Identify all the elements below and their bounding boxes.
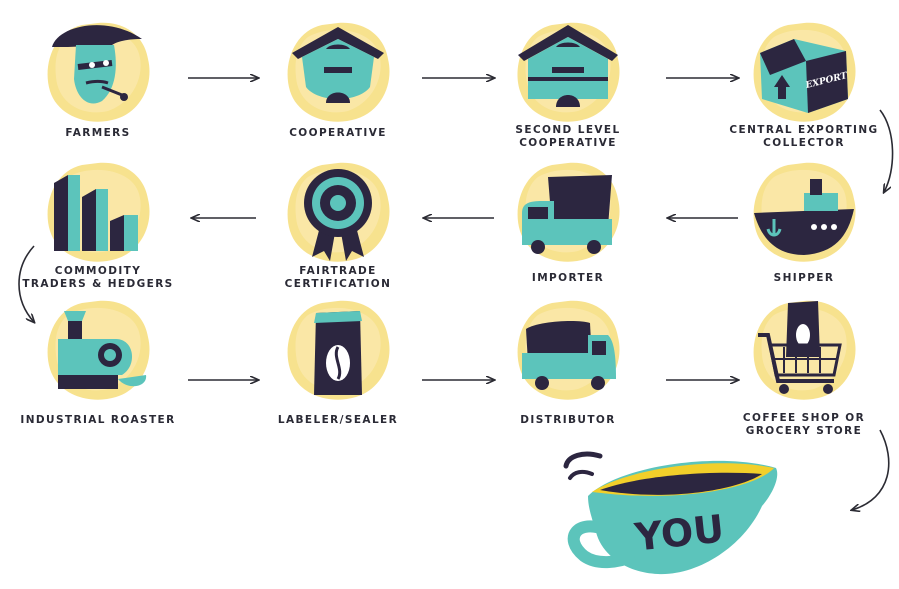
coffee-bag-icon [287,300,390,400]
farmer-icon [47,22,150,122]
flow-arrow-curved [852,429,890,510]
step-label-importer: IMPORTER [531,272,605,284]
step-label-shipper: SHIPPER [773,272,835,284]
bar-chart-icon [47,162,150,262]
step-label-commodity-traders: COMMODITY TRADERS & HEDGERS [22,265,174,290]
flow-arrow-curved [18,245,34,322]
step-label-coffee-shop: COFFEE SHOP OR GROCERY STORE [742,412,866,437]
step-label-labeler-sealer: LABELER/SEALER [277,414,399,426]
step-label-cooperative: COOPERATIVE [289,127,387,139]
step-label-second-level-cooperative: SECOND LEVEL COOPERATIVE [515,124,621,149]
flow-arrow-curved [879,109,894,192]
truck-icon [517,162,620,262]
export-box-icon: EXPORT [753,22,856,122]
step-label-farmers: FARMERS [65,127,131,139]
ship-icon [753,162,856,262]
shopping-cart-icon [753,300,856,400]
second-level-cooperative-icon [517,22,620,122]
step-label-distributor: DISTRIBUTOR [520,414,616,426]
cooperative-house-icon [287,22,390,122]
delivery-truck-icon [517,300,620,400]
step-label-industrial-roaster: INDUSTRIAL ROASTER [20,414,176,426]
certification-rosette-icon [287,162,390,262]
coffee-cup-icon: YOU [563,451,778,575]
step-label-fairtrade-certification: FAIRTRADE CERTIFICATION [284,265,392,290]
step-label-central-exporting-collector: CENTRAL EXPORTING COLLECTOR [729,124,879,149]
you-text: YOU [632,506,726,559]
roaster-machine-icon [47,300,150,400]
